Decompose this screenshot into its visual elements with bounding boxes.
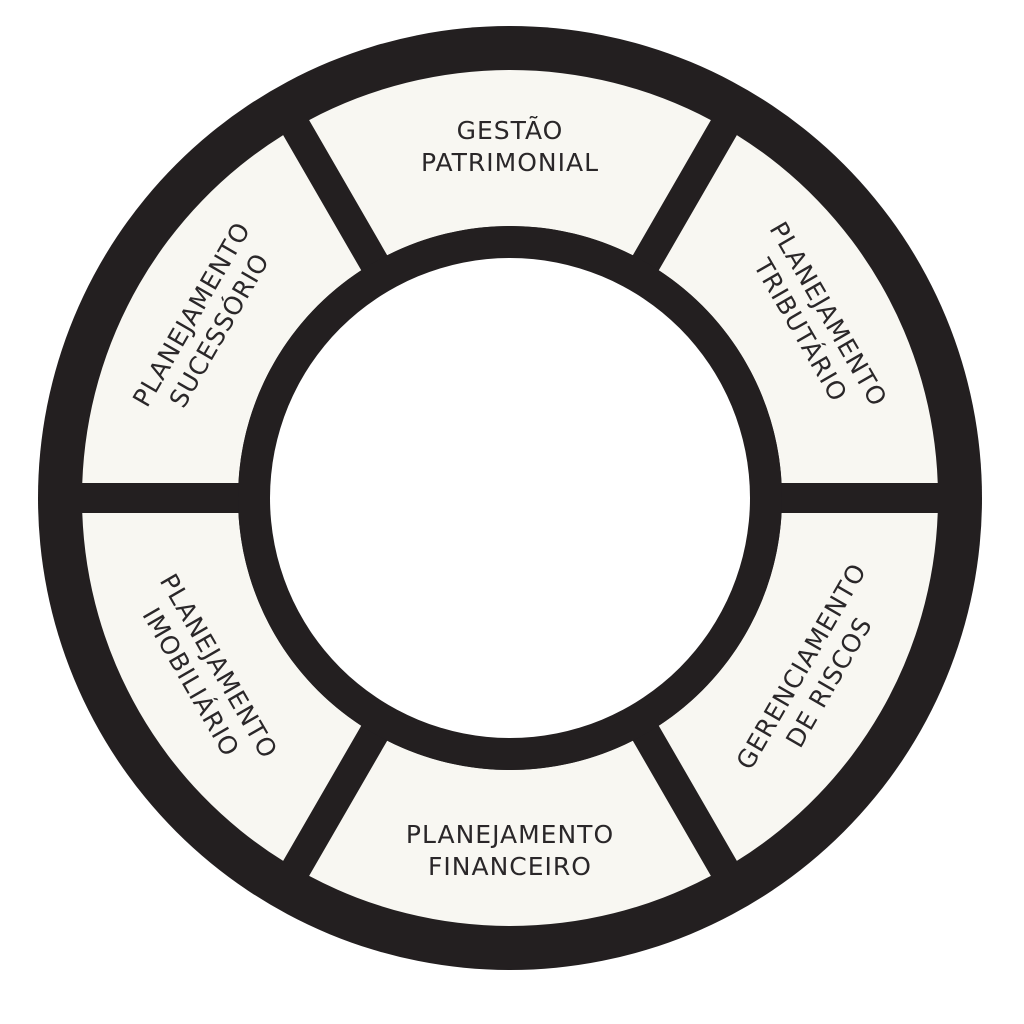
segment-label-line: FINANCEIRO — [428, 852, 592, 881]
segment-planejamento-sucessorio — [82, 135, 362, 484]
segment-gestao-patrimonial — [309, 69, 711, 256]
segment-planejamento-tributario — [658, 135, 938, 484]
segment-label-line: PATRIMONIAL — [421, 148, 599, 177]
segment-label-planejamento-financeiro: PLANEJAMENTO FINANCEIRO — [406, 820, 614, 881]
segment-planejamento-imobiliario — [82, 512, 362, 861]
segment-gerenciamento-de-riscos — [658, 512, 938, 861]
segment-planejamento-financeiro — [309, 740, 711, 926]
segment-label-line: PLANEJAMENTO — [406, 820, 614, 849]
segment-label-line: GESTÃO — [457, 115, 564, 145]
segment-label-gestao-patrimonial: GESTÃO PATRIMONIAL — [421, 115, 599, 177]
center-disc — [270, 258, 750, 738]
